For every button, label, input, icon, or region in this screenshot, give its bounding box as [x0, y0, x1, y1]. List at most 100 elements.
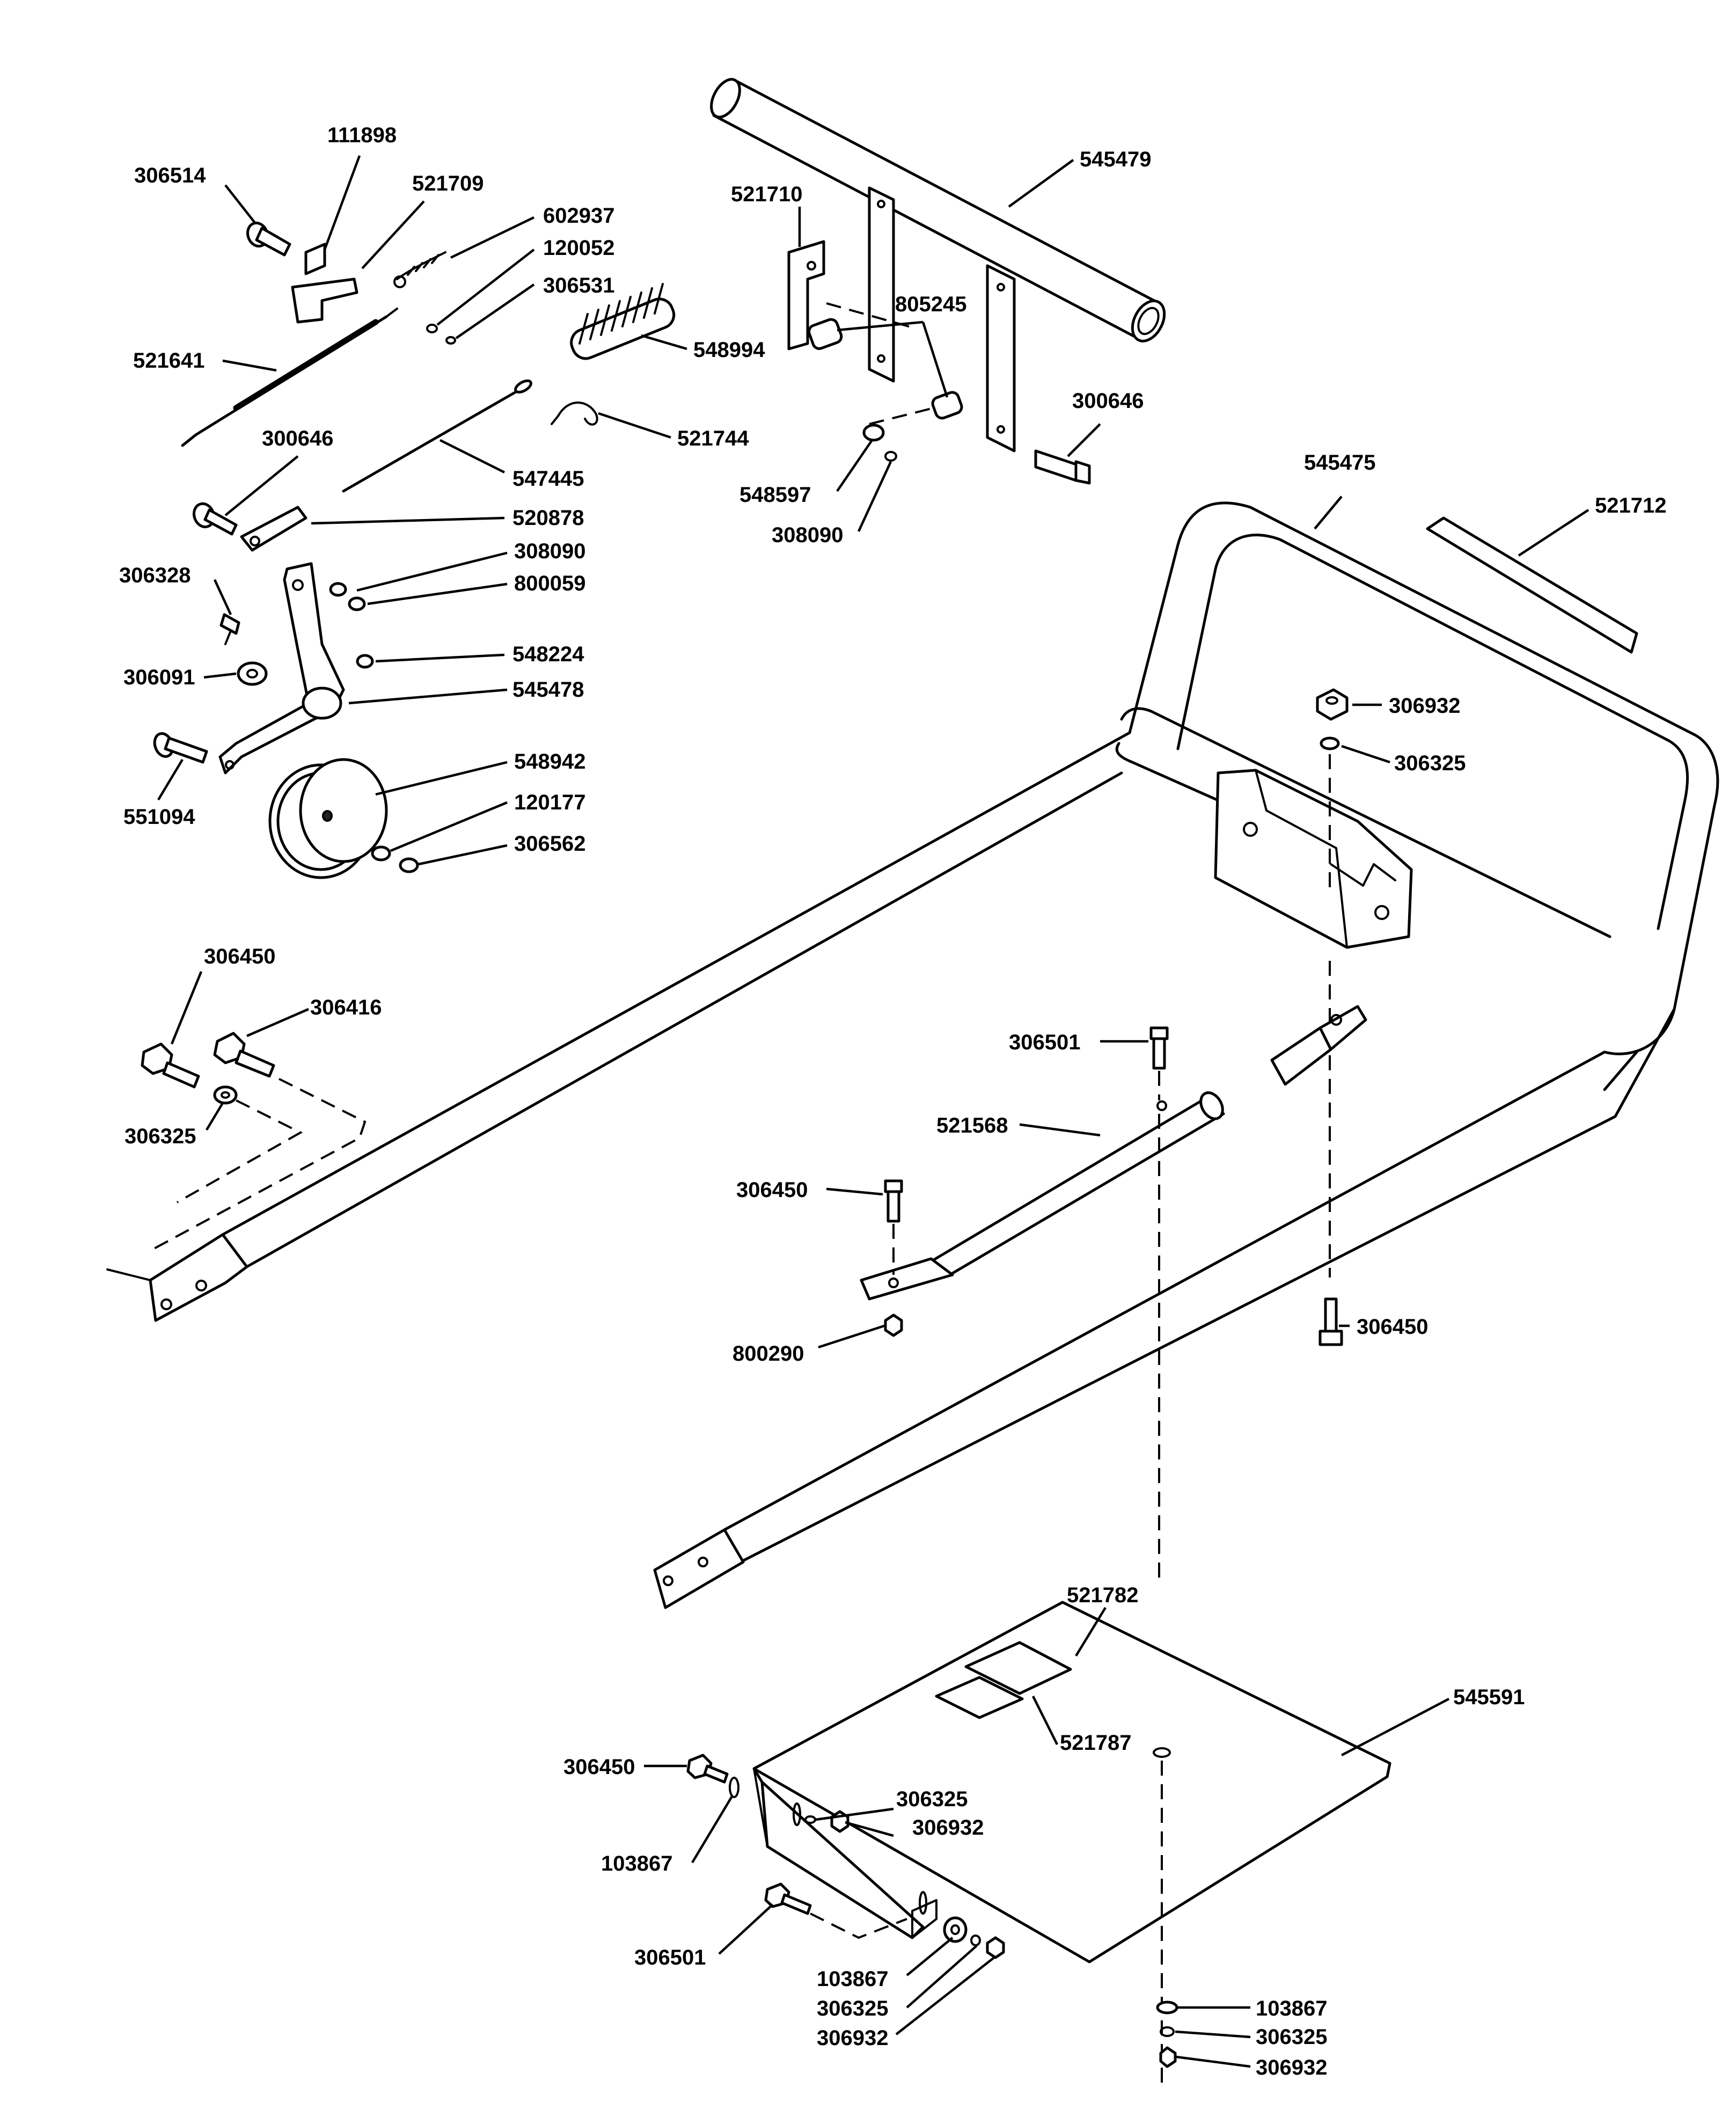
- leader-lines: [157, 155, 1589, 2068]
- washers-103867-306325-306932-b: [1156, 2001, 1178, 2068]
- label-545591: 545591: [1453, 1685, 1525, 1709]
- label-521744: 521744: [677, 427, 749, 450]
- washer-306325-left: [213, 1085, 238, 1105]
- nut-548224: [356, 654, 374, 669]
- label-120177: 120177: [514, 791, 585, 814]
- rod-521641: [181, 308, 398, 447]
- label-306562: 306562: [514, 832, 585, 856]
- lever-520878: [240, 506, 307, 552]
- bolt-306450-plate: [686, 1754, 729, 1784]
- label-103867-plate: 103867: [601, 1852, 672, 1875]
- handle-bar-545479: [710, 78, 1166, 452]
- label-103867-lower-b: 103867: [1256, 1997, 1327, 2020]
- cross-brace-521568: [860, 1091, 1225, 1301]
- frame-bracket: [1214, 769, 1413, 949]
- label-306531: 306531: [543, 274, 614, 297]
- label-521709: 521709: [412, 172, 484, 195]
- label-548994: 548994: [693, 338, 765, 362]
- spring-602937: [393, 251, 446, 288]
- label-521641: 521641: [133, 349, 204, 373]
- label-306501-brace: 306501: [1009, 1031, 1080, 1054]
- bolt-306416: [213, 1032, 275, 1078]
- label-548224: 548224: [512, 643, 584, 666]
- label-800059: 800059: [514, 572, 585, 595]
- label-520878: 520878: [512, 506, 584, 530]
- label-548597: 548597: [739, 483, 811, 507]
- spacers-805245: [807, 318, 963, 420]
- label-545479: 545479: [1080, 148, 1151, 171]
- washers-308090-800059: [329, 582, 366, 611]
- washers-120052-306531: [426, 324, 456, 345]
- bracket-111898: [304, 243, 326, 275]
- washer-306091: [237, 661, 268, 686]
- label-306325-lower-b: 306325: [1256, 2025, 1327, 2049]
- bolt-306450-frame: [1319, 1297, 1343, 1346]
- label-548942: 548942: [514, 750, 585, 773]
- label-306450-plate: 306450: [563, 1755, 635, 1779]
- label-306932-frame: 306932: [1389, 694, 1460, 718]
- label-545478: 545478: [512, 678, 584, 702]
- bolt-551094: [153, 732, 208, 764]
- label-547445: 547445: [512, 467, 584, 491]
- label-306501-plate: 306501: [634, 1946, 706, 1969]
- label-800290: 800290: [733, 1342, 804, 1366]
- label-306416: 306416: [310, 996, 382, 1019]
- link-rod-547445: [342, 379, 532, 493]
- bolt-306501-brace: [1149, 1026, 1169, 1070]
- bolt-306501-plate: [764, 1882, 812, 1915]
- plate-521709: [291, 278, 358, 324]
- label-306325-frame: 306325: [1394, 751, 1466, 775]
- label-306932-lower-b: 306932: [1256, 2056, 1327, 2079]
- label-308090-handle: 308090: [772, 523, 843, 547]
- washer-103867-plate: [729, 1777, 739, 1798]
- bolt-300646-handle: [1034, 449, 1091, 485]
- part-number-labels: 306514 111898 521709 602937 120052 30653…: [119, 123, 1666, 2079]
- label-521782: 521782: [1067, 1583, 1138, 1607]
- label-521712: 521712: [1595, 494, 1666, 517]
- label-103867-lower-a: 103867: [817, 1967, 888, 1991]
- label-805245: 805245: [895, 293, 966, 316]
- bottom-plate-545591: [752, 1601, 1391, 1963]
- label-551094: 551094: [123, 805, 195, 829]
- main-frame-545475: [106, 501, 1719, 1609]
- grip-521712: [1426, 516, 1638, 654]
- pulley-548942: [268, 758, 388, 879]
- clip-521744: [551, 402, 598, 426]
- pin-306514: [246, 221, 291, 257]
- washers-120177-306562: [371, 845, 419, 873]
- nut-800290: [884, 1313, 903, 1337]
- washers-103867-306325-306932-a: [943, 1916, 1005, 1959]
- label-306091: 306091: [123, 666, 195, 689]
- label-306325-lower-a: 306325: [817, 1997, 888, 2020]
- clamp-right: [1270, 1005, 1367, 1086]
- label-306325-plate: 306325: [896, 1787, 968, 1811]
- label-120052: 120052: [543, 236, 614, 260]
- label-521710: 521710: [731, 182, 802, 206]
- bolt-306450-brace: [884, 1179, 903, 1223]
- label-306450-left: 306450: [204, 945, 275, 968]
- spring-548994: [570, 283, 676, 360]
- label-306514: 306514: [134, 164, 206, 187]
- nut-306932-frame: [1316, 688, 1349, 750]
- label-306932-plate: 306932: [912, 1816, 984, 1839]
- label-521568: 521568: [936, 1114, 1008, 1137]
- label-521787: 521787: [1060, 1731, 1131, 1755]
- label-300646-handle: 300646: [1072, 389, 1144, 413]
- nut-548597: [862, 424, 897, 462]
- label-111898: 111898: [327, 123, 397, 147]
- label-308090-linkage: 308090: [514, 539, 585, 563]
- label-602937: 602937: [543, 204, 614, 228]
- bolt-306450-left: [141, 1042, 200, 1089]
- label-300646-linkage: 300646: [262, 427, 333, 450]
- idler-arm-545478: [218, 562, 345, 775]
- label-306450-brace: 306450: [736, 1178, 808, 1202]
- label-306450-frame: 306450: [1357, 1315, 1428, 1339]
- label-306932-lower-a: 306932: [817, 2026, 888, 2050]
- pin-300646-linkage: [192, 502, 238, 536]
- label-545475: 545475: [1304, 451, 1375, 474]
- label-306328: 306328: [119, 564, 191, 587]
- bracket-521710: [787, 240, 825, 351]
- label-306325-left: 306325: [124, 1125, 196, 1148]
- clip-306328: [219, 613, 240, 645]
